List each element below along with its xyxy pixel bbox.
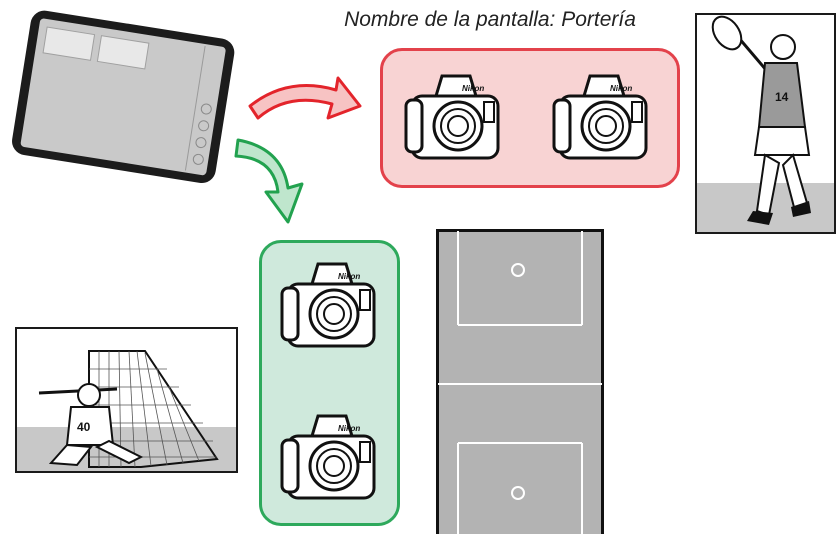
svg-text:14: 14 <box>775 90 789 104</box>
camera-icon: Nikon <box>280 406 380 506</box>
tablet-icon <box>6 10 242 186</box>
svg-text:Nikon: Nikon <box>338 424 360 433</box>
camera-icon: Nikon <box>552 66 652 166</box>
svg-text:Nikon: Nikon <box>610 84 632 93</box>
svg-text:Nikon: Nikon <box>338 272 360 281</box>
svg-text:40: 40 <box>77 420 91 434</box>
svg-text:Nikon: Nikon <box>462 84 484 93</box>
screen-name-caption: Nombre de la pantalla: Portería <box>344 8 636 31</box>
camera-icon: Nikon <box>280 254 380 354</box>
camera-icon: Nikon <box>404 66 504 166</box>
goalie-illustration: 40 <box>15 327 238 473</box>
green-arrow <box>232 128 316 228</box>
lacrosse-field <box>436 229 604 534</box>
red-arrow <box>244 68 364 124</box>
attacker-illustration: 14 <box>695 13 836 234</box>
